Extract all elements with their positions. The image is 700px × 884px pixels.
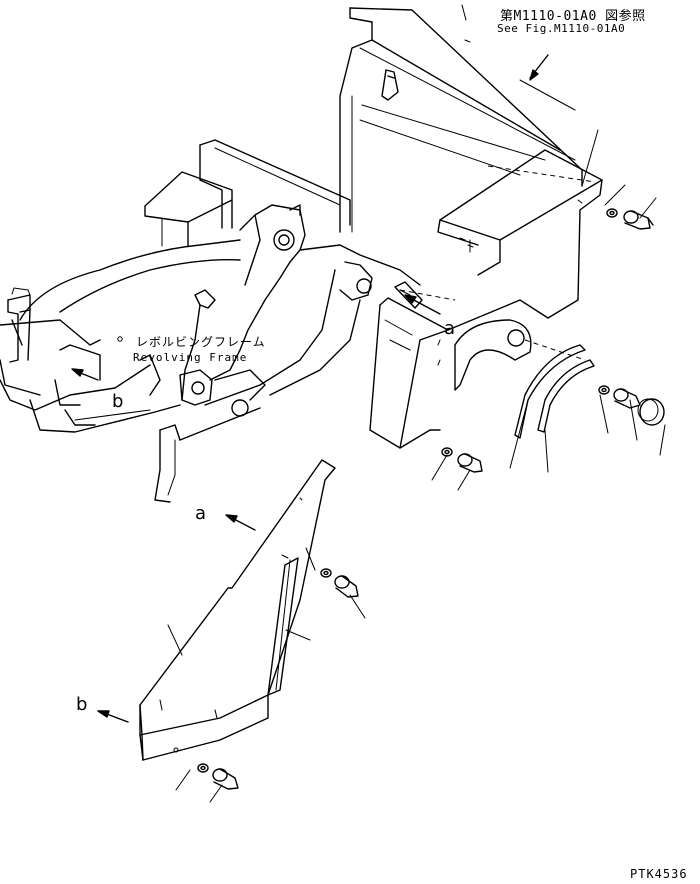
- bolt-washer-lower-left: [197, 763, 239, 790]
- upper-cover: [339, 4, 583, 233]
- alignment-lines: [399, 165, 596, 361]
- reference-japanese: 第M1110-01A0 図参照: [500, 9, 646, 24]
- bolt-washer-center: [441, 447, 483, 473]
- view-marker-b-upper: b: [112, 391, 124, 412]
- drawing-code: PTK4536: [630, 867, 688, 881]
- view-arrows: [71, 54, 549, 723]
- leader-lines: [167, 79, 666, 803]
- frame-label-dot: [117, 336, 123, 342]
- left-bracket: [7, 287, 31, 363]
- revolving-frame-label-japanese: レボルビングフレーム: [136, 335, 266, 349]
- bolt-washer-lower-right: [320, 568, 359, 598]
- side-cover: [139, 459, 336, 761]
- view-marker-a-upper: a: [444, 318, 456, 339]
- bolt-washer-upper: [606, 208, 654, 230]
- seal-strips: [514, 344, 595, 439]
- view-marker-a-lower: a: [195, 503, 207, 524]
- revolving-frame: [0, 139, 423, 503]
- reference-english: See Fig.M1110-01A0: [497, 22, 626, 35]
- bolt-washer-mid: [598, 385, 641, 409]
- revolving-frame-label-english: Revolving Frame: [133, 351, 248, 364]
- cap: [637, 398, 665, 426]
- view-marker-b-lower: b: [76, 694, 88, 715]
- step-cover: [369, 149, 603, 449]
